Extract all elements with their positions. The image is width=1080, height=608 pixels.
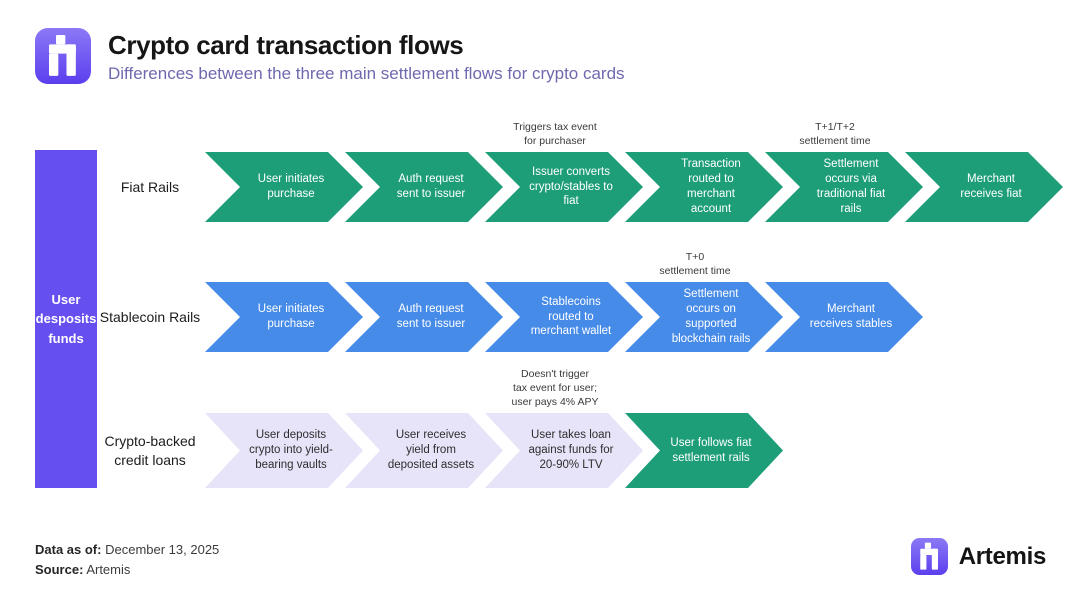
flow-step-fiat-rails-2: Auth request sent to issuer (345, 152, 503, 222)
source-label: Source: (35, 562, 84, 577)
flow-step-label: Stablecoins routed to merchant wallet (530, 295, 612, 338)
data-as-of-value: December 13, 2025 (105, 542, 220, 557)
source-line: Source: Artemis (35, 560, 219, 580)
page-subtitle: Differences between the three main settl… (108, 64, 625, 83)
flow-step-label: User initiates purchase (257, 173, 325, 200)
flow-step-fiat-rails-1: User initiates purchase (205, 152, 363, 222)
step-annotation: T+0 settlement time (659, 250, 730, 278)
flow-step-label: Settlement occurs on supported blockchai… (671, 288, 751, 345)
data-as-of-line: Data as of: December 13, 2025 (35, 540, 219, 560)
flow-step-crypto-backed-credit-loans-4: User follows fiat settlement rails (625, 413, 783, 488)
annotation-line: Triggers tax event (513, 121, 597, 133)
flow-step-stablecoin-rails-5: Merchant receives stables (765, 282, 923, 352)
annotation-line: settlement time (659, 265, 731, 277)
flow-step-label: Issuer converts crypto/stables to fiat (529, 165, 613, 208)
flow-step-fiat-rails-4: Transaction routed to merchant account (625, 152, 783, 222)
flow-step-label: Transaction routed to merchant account (681, 158, 741, 215)
artemis-logo-icon (910, 538, 948, 575)
flow-step-label: User receives yield from deposited asset… (387, 429, 475, 471)
user-deposits-bar: User desposits funds (35, 150, 97, 488)
flow-step-fiat-rails-5: Settlement occurs via traditional fiat r… (765, 152, 923, 222)
flow-step-label: User initiates purchase (257, 303, 325, 330)
flow-step-label: User deposits crypto into yield-bearing … (249, 429, 333, 471)
row-label-crypto-backed-credit-loans: Crypto-backed credit loans (104, 432, 196, 468)
flow-step-label: Merchant receives stables (809, 303, 893, 330)
flow-step-label: User follows fiat settlement rails (670, 436, 752, 464)
page-title: Crypto card transaction flows (108, 30, 464, 60)
source-value: Artemis (86, 562, 131, 577)
step-annotation: Triggers tax event for purchaser (513, 120, 597, 148)
step-annotation: Doesn't trigger tax event for user; user p… (512, 367, 599, 409)
annotation-line: T+0 (685, 251, 705, 263)
flow-step-crypto-backed-credit-loans-3: User takes loan against funds for 20-90%… (485, 413, 643, 488)
flow-step-label: Auth request sent to issuer (396, 303, 466, 330)
annotation-line: settlement time (799, 135, 871, 147)
user-deposits-label: User desposits funds (35, 291, 97, 346)
flow-step-fiat-rails-6: Merchant receives fiat (905, 152, 1063, 222)
annotation-line: T+1/T+2 (815, 121, 855, 133)
brand-name: Artemis (958, 542, 1047, 570)
flow-step-label: Merchant receives fiat (960, 173, 1022, 200)
flow-step-fiat-rails-3: Issuer converts crypto/stables to fiat (485, 152, 643, 222)
flow-step-stablecoin-rails-4: Settlement occurs on supported blockchai… (625, 282, 783, 352)
row-label-fiat-rails: Fiat Rails (120, 178, 180, 195)
row-label-stablecoin-rails: Stablecoin Rails (99, 308, 201, 325)
flow-step-label: User takes loan against funds for 20-90%… (528, 429, 614, 471)
step-annotation: T+1/T+2 settlement time (799, 120, 870, 148)
footnote: Data as of: December 13, 2025 Source: Ar… (35, 540, 219, 580)
flow-step-stablecoin-rails-2: Auth request sent to issuer (345, 282, 503, 352)
flow-step-stablecoin-rails-3: Stablecoins routed to merchant wallet (485, 282, 643, 352)
brand-lockup: Artemis (910, 538, 1047, 575)
flow-step-crypto-backed-credit-loans-2: User receives yield from deposited asset… (345, 413, 503, 488)
data-as-of-label: Data as of: (35, 542, 102, 557)
flow-step-stablecoin-rails-1: User initiates purchase (205, 282, 363, 352)
annotation-line: for purchaser (524, 135, 586, 147)
flow-step-label: Settlement occurs via traditional fiat r… (816, 158, 886, 215)
artemis-logo-icon (35, 28, 91, 84)
annotation-line: Doesn't trigger (521, 368, 589, 380)
annotation-line: user pays 4% APY (511, 396, 599, 408)
annotation-line: tax event for user; (512, 382, 598, 394)
flow-step-crypto-backed-credit-loans-1: User deposits crypto into yield-bearing … (205, 413, 363, 488)
flow-step-label: Auth request sent to issuer (396, 173, 466, 200)
